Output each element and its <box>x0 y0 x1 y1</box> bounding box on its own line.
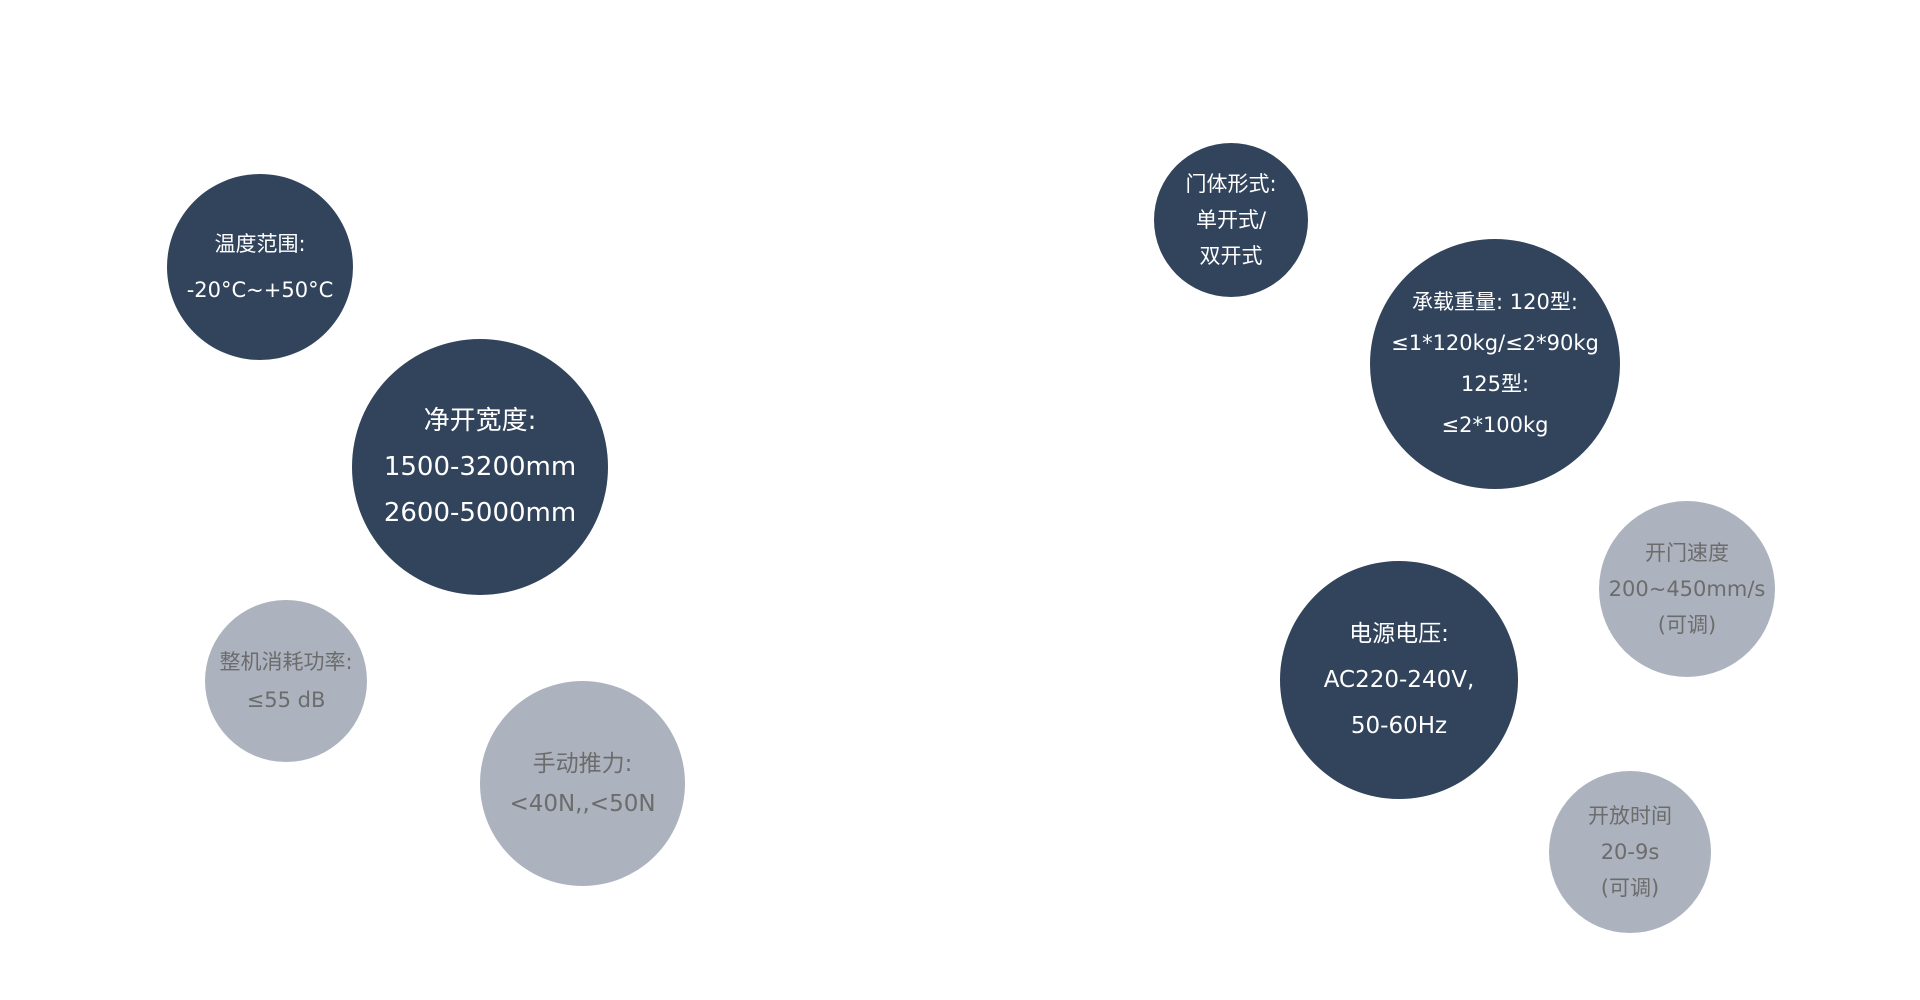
spec-value: ≤55 dB <box>246 688 326 712</box>
spec-value: ≤1*120kg/≤2*90kg <box>1391 331 1599 355</box>
spec-value: 20-9s <box>1600 840 1660 864</box>
spec-load: 承载重量: 120型: ≤1*120kg/≤2*90kg 125型: ≤2*10… <box>1370 239 1620 489</box>
spec-label: 门体形式: <box>1185 172 1277 196</box>
spec-label: 手动推力: <box>532 750 633 777</box>
spec-value: 双开式 <box>1199 244 1263 268</box>
spec-value: 2600-5000mm <box>383 498 577 528</box>
spec-value: AC220-240V, <box>1323 667 1475 693</box>
spec-label: 125型: <box>1460 372 1530 396</box>
spec-label: 承载重量: 120型: <box>1412 290 1578 314</box>
spec-value: 1500-3200mm <box>383 452 577 482</box>
spec-speed: 开门速度 200~450mm/s (可调) <box>1599 501 1775 677</box>
spec-label: 电源电压: <box>1349 621 1449 647</box>
spec-label: 开放时间 <box>1588 804 1672 828</box>
spec-voltage: 电源电压: AC220-240V, 50-60Hz <box>1280 561 1518 799</box>
spec-value: <40N,,<50N <box>509 790 656 817</box>
spec-label: 净开宽度: <box>423 406 537 436</box>
spec-note: (可调) <box>1657 613 1717 637</box>
spec-manual-force: 手动推力: <40N,,<50N <box>480 681 685 886</box>
spec-door-type: 门体形式: 单开式/ 双开式 <box>1154 143 1308 297</box>
spec-value: 200~450mm/s <box>1608 577 1766 601</box>
spec-open-time: 开放时间 20-9s (可调) <box>1549 771 1711 933</box>
spec-value: 单开式/ <box>1195 208 1267 232</box>
spec-width: 净开宽度: 1500-3200mm 2600-5000mm <box>352 339 608 595</box>
spec-note: (可调) <box>1600 876 1660 900</box>
spec-label: 温度范围: <box>214 232 306 256</box>
spec-value: -20°C~+50°C <box>186 278 334 302</box>
spec-value: 50-60Hz <box>1350 713 1448 739</box>
spec-power-consumption: 整机消耗功率: ≤55 dB <box>205 600 367 762</box>
spec-value: ≤2*100kg <box>1441 413 1549 437</box>
spec-label: 开门速度 <box>1645 541 1729 565</box>
spec-label: 整机消耗功率: <box>219 650 353 674</box>
spec-temperature: 温度范围: -20°C~+50°C <box>167 174 353 360</box>
